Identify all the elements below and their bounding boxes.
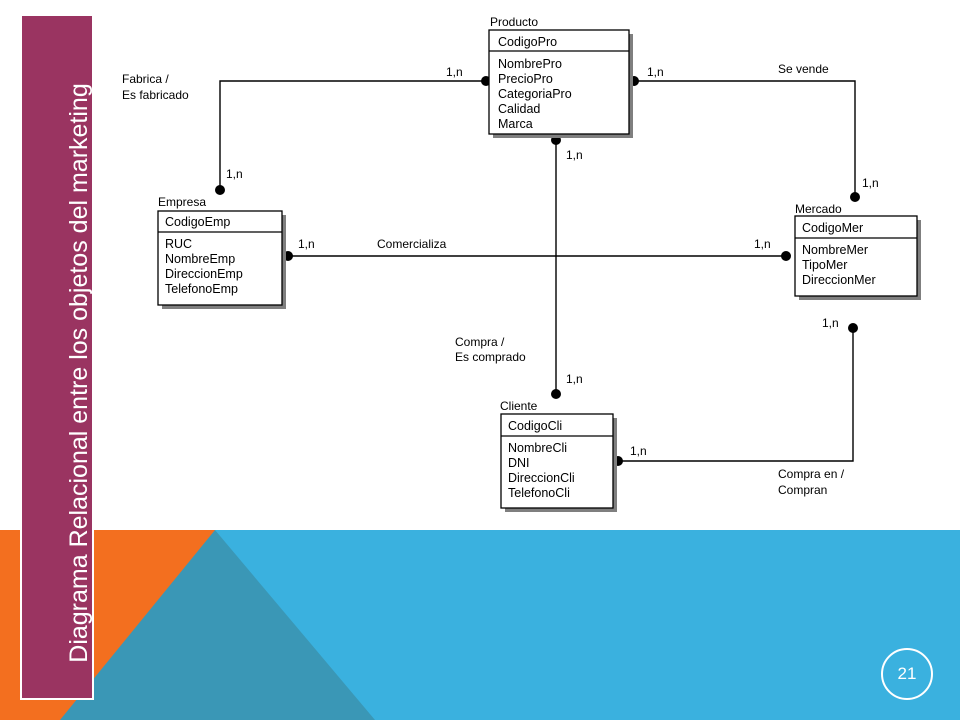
relationship-se-vende: Se vende 1,n 1,n (647, 62, 879, 190)
cardinality-label: 1,n (226, 167, 243, 181)
entity-field: DNI (508, 456, 530, 470)
dot-cliente-compra (551, 389, 561, 399)
line-se-vende (634, 80, 856, 197)
relationship-fabrica: Fabrica / Es fabricado 1,n 1,n (122, 65, 463, 181)
cardinality-label: 1,n (862, 176, 879, 190)
entity-field: Calidad (498, 102, 540, 116)
line-fabrica (219, 80, 486, 190)
entity-title: Cliente (500, 399, 538, 413)
entity-field: PrecioPro (498, 72, 553, 86)
cardinality-label: 1,n (822, 316, 839, 330)
entity-box (488, 29, 630, 135)
entity-title: Producto (490, 15, 538, 29)
cardinality-label: 1,n (630, 444, 647, 458)
dot-mercado-se-vende (850, 192, 860, 202)
relationship-label: Compran (778, 483, 827, 497)
relationship-comercializa: Comercializa 1,n 1,n (298, 237, 771, 251)
relationship-label: Comercializa (377, 237, 447, 251)
dot-empresa-fabrica (215, 185, 225, 195)
entity-field: TelefonoCli (508, 486, 570, 500)
entity-field: NombrePro (498, 57, 562, 71)
title-band: Diagrama Relacional entre los objetos de… (20, 14, 94, 700)
cardinality-label: 1,n (298, 237, 315, 251)
relationship-label: Fabrica / (122, 72, 169, 86)
cardinality-label: 1,n (566, 148, 583, 162)
entity-field: RUC (165, 237, 192, 251)
dot-mercado-comercializa (781, 251, 791, 261)
entity-field: CategoriaPro (498, 87, 572, 101)
line-compra-en (618, 328, 854, 462)
entity-title: Mercado (795, 202, 842, 216)
entity-box (157, 210, 283, 306)
entity-field: DireccionEmp (165, 267, 243, 281)
entity-title: Empresa (158, 195, 206, 209)
entity-field: NombreEmp (165, 252, 235, 266)
entity-empresa: Empresa CodigoEmp RUC NombreEmp Direccio… (157, 195, 286, 309)
entity-box (500, 413, 614, 509)
entity-box (794, 215, 918, 297)
relationship-compra: Compra / Es comprado 1,n 1,n (455, 148, 583, 386)
dot-mercado-compra-en (848, 323, 858, 333)
entity-key: CodigoMer (802, 221, 863, 235)
entity-key: CodigoCli (508, 419, 562, 433)
entity-field: Marca (498, 117, 533, 131)
entity-key: CodigoPro (498, 35, 557, 49)
relationship-label: Compra / (455, 335, 505, 349)
entity-field: TelefonoEmp (165, 282, 238, 296)
page-number-badge: 21 (881, 648, 933, 700)
cardinality-label: 1,n (647, 65, 664, 79)
relationship-label: Es comprado (455, 350, 526, 364)
relationship-label: Es fabricado (122, 88, 189, 102)
entity-mercado: Mercado CodigoMer NombreMer TipoMer Dire… (794, 202, 921, 300)
cardinality-label: 1,n (754, 237, 771, 251)
entity-field: DireccionMer (802, 273, 876, 287)
relationship-label: Se vende (778, 62, 829, 76)
entity-field: NombreCli (508, 441, 567, 455)
relationship-label: Compra en / (778, 467, 845, 481)
entity-key: CodigoEmp (165, 215, 230, 229)
entity-field: DireccionCli (508, 471, 575, 485)
cardinality-label: 1,n (446, 65, 463, 79)
cardinality-label: 1,n (566, 372, 583, 386)
entity-producto: Producto CodigoPro NombrePro PrecioPro C… (488, 15, 633, 138)
entity-field: NombreMer (802, 243, 868, 257)
entity-cliente: Cliente CodigoCli NombreCli DNI Direccio… (500, 399, 617, 512)
entity-field: TipoMer (802, 258, 847, 272)
relationship-compra-en: Compra en / Compran 1,n 1,n (630, 316, 845, 497)
relationship-lines (219, 80, 856, 462)
